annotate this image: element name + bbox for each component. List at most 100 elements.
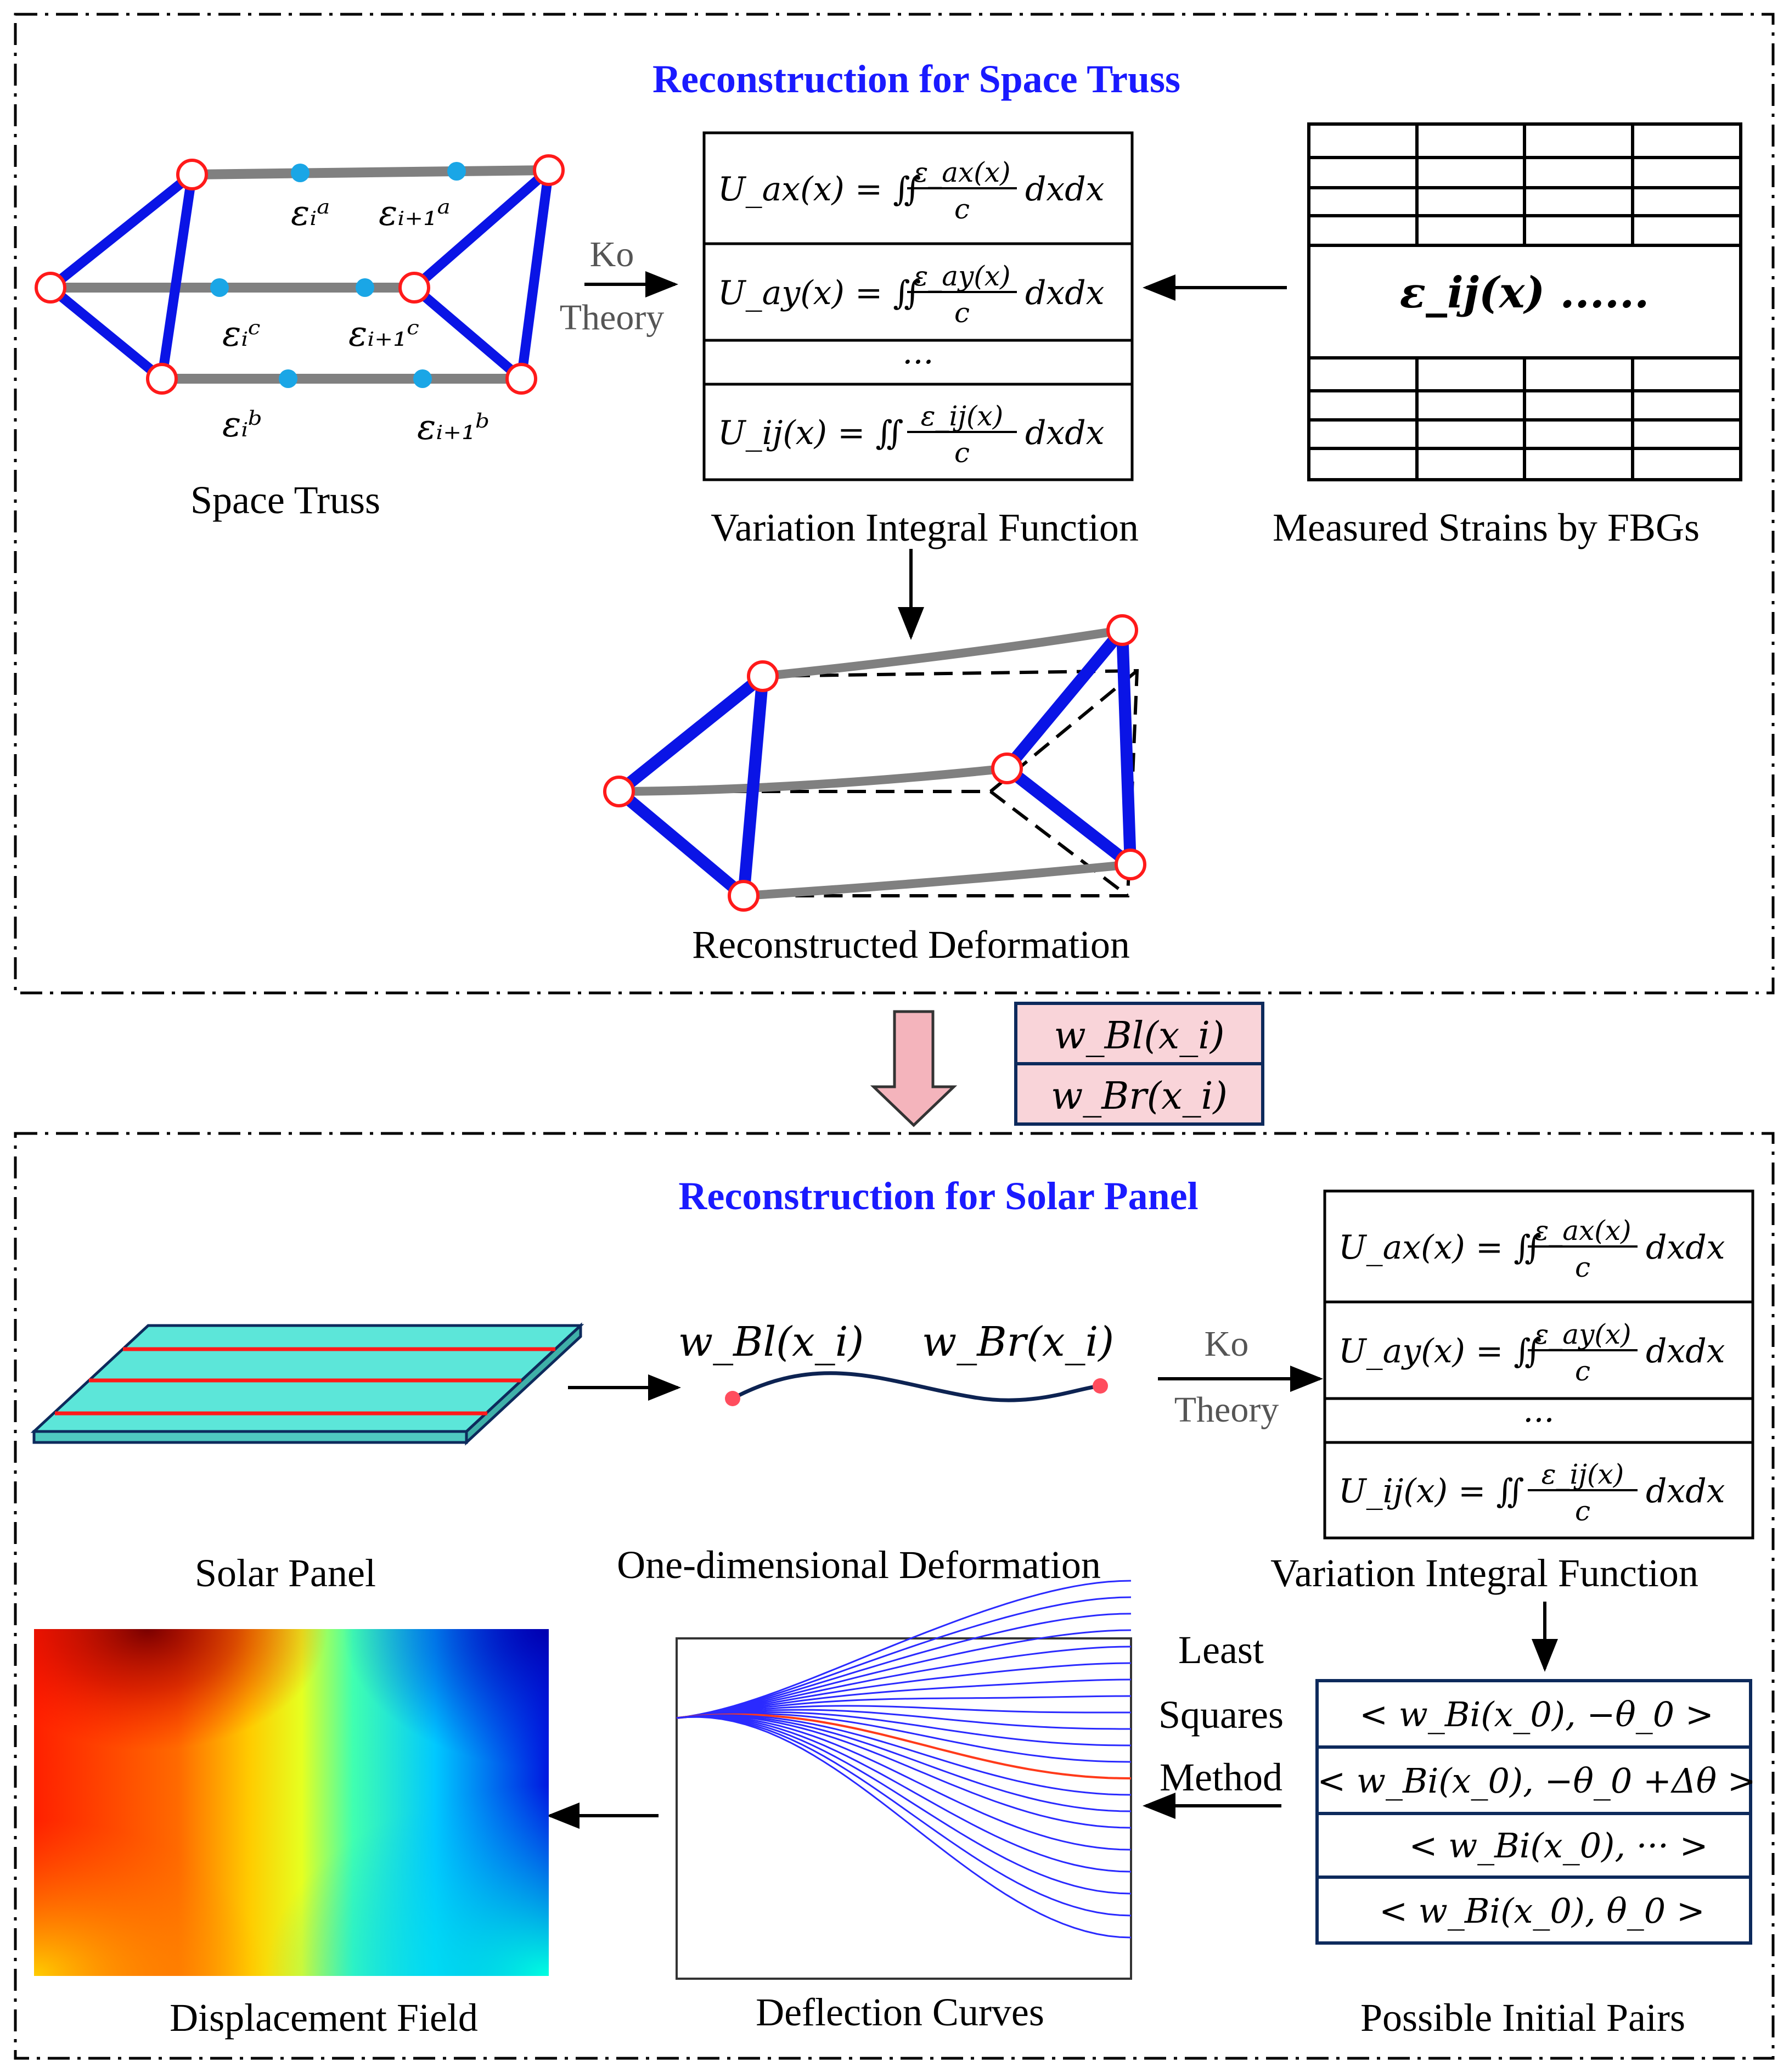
variation-label-bottom: Variation Integral Function [1270, 1551, 1698, 1595]
equation-lhs: U_ay(x) = ∬ [1338, 1332, 1542, 1371]
deflection-label: Deflection Curves [756, 1990, 1044, 2034]
deflection-curve [676, 1580, 1132, 1719]
truss-node [533, 154, 565, 186]
reconstructed-label: Reconstructed Deformation [692, 923, 1130, 967]
truss-node [146, 363, 178, 395]
equation-tail: dxdx [1646, 1228, 1725, 1267]
strain-label-c-i1: εᵢ₊₁ᶜ [348, 314, 419, 355]
deflection-curve [676, 1715, 1132, 1851]
fbg-sensor [356, 278, 374, 297]
deflection-curve [676, 1716, 1132, 1895]
transfer-arrow [870, 1010, 958, 1127]
truss-member-blue [411, 166, 552, 291]
equation-ellipsis: ··· [1523, 1401, 1554, 1440]
one-dim-curve [732, 1371, 1101, 1402]
strain-labels: εᵢᵃ εᵢ₊₁ᵃ εᵢᶜ εᵢ₊₁ᶜ εᵢᵇ εᵢ₊₁ᵇ [222, 193, 490, 448]
equation-denominator: c [1575, 1355, 1590, 1387]
deflection-curve [676, 1709, 1131, 1730]
equation-ellipsis: ··· [902, 343, 933, 381]
wbr-label: w_Br(x_i) [922, 1318, 1114, 1366]
pair-2: < w_Bi(x_0), −θ_0 +Δθ > [1317, 1761, 1756, 1801]
deflection-curve [676, 1716, 1132, 1939]
solar-panel [30, 1322, 584, 1446]
equation-tail: dxdx [1025, 274, 1105, 312]
equation-tail: dxdx [1646, 1472, 1725, 1511]
truss-node [505, 363, 537, 395]
equation-lhs: U_ax(x) = ∬ [718, 170, 921, 209]
pairs-box [1315, 1679, 1752, 1945]
truss-node [398, 272, 430, 304]
deflection-curve [676, 1716, 1132, 1917]
deflection-curve [676, 1715, 1132, 1829]
truss-member-blue [47, 284, 165, 383]
deflection-curve [676, 1646, 1132, 1719]
truss-node [35, 272, 66, 304]
displacement-field [34, 1629, 549, 1976]
strain-label-a-i1: εᵢ₊₁ᵃ [379, 193, 451, 234]
theory-label-top: Theory [560, 297, 665, 338]
deflection-curve [676, 1705, 1131, 1719]
transfer-wbr: w_Br(x_i) [1051, 1075, 1228, 1118]
equation-numerator: ε_ax(x) [913, 156, 1010, 188]
truss-member-blue [411, 284, 525, 383]
top-panel-title: Reconstruction for Space Truss [652, 57, 1180, 101]
bottom-panel-title: Reconstruction for Solar Panel [678, 1174, 1198, 1218]
strain-label-c-i: εᵢᶜ [222, 314, 261, 355]
transfer-wbl: w_Bl(x_i) [1054, 1014, 1224, 1058]
deflection-curve [676, 1695, 1132, 1719]
deflection-plot [676, 1580, 1132, 1980]
deflection-curve [676, 1613, 1132, 1719]
equation-numerator: ε_ax(x) [1534, 1215, 1631, 1246]
method-label: Method [1160, 1755, 1282, 1799]
space-truss-label: Space Truss [190, 478, 380, 522]
equation-denominator: c [954, 437, 970, 469]
deflection-curve [676, 1715, 1132, 1873]
equation-denominator: c [954, 297, 970, 329]
pair-1: < w_Bi(x_0), −θ_0 > [1359, 1694, 1714, 1734]
fbg-sensor [291, 164, 310, 182]
squares-label: Squares [1158, 1693, 1284, 1737]
one-dim-label: One-dimensional Deformation [617, 1543, 1101, 1587]
equation-lhs: U_ij(x) = ∬ [718, 414, 904, 452]
truss-node [176, 159, 208, 190]
equation-tail: dxdx [1646, 1332, 1725, 1371]
curve-endpoint-left [725, 1391, 740, 1406]
deflection-curve [676, 1596, 1132, 1719]
deflection-curve [676, 1629, 1132, 1719]
deflection-curve [676, 1711, 1132, 1747]
space-truss [35, 154, 565, 395]
deflection-curve [676, 1678, 1132, 1719]
equation-tail: dxdx [1025, 414, 1105, 452]
equation-numerator: ε_ij(x) [921, 400, 1004, 432]
ko-label-bottom: Ko [1205, 1324, 1249, 1364]
curve-endpoint-right [1093, 1378, 1108, 1394]
truss-member-blue [47, 170, 195, 292]
truss-member-blue [157, 173, 197, 380]
wbl-label: w_Bl(x_i) [678, 1318, 864, 1366]
strain-table-center: ε_ij(x) ...... [1400, 268, 1650, 318]
least-label: Least [1178, 1628, 1264, 1672]
equation-lhs: U_ij(x) = ∬ [1338, 1472, 1524, 1511]
displacement-label: Displacement Field [170, 1996, 478, 2040]
deflection-curve [676, 1714, 1132, 1796]
best-fit-curve [676, 1713, 1132, 1779]
truss-member-blue [516, 169, 554, 380]
measured-strains-label: Measured Strains by FBGs [1273, 506, 1700, 549]
pairs-label: Possible Initial Pairs [1360, 1996, 1685, 2040]
fbg-sensor [279, 369, 297, 388]
fbg-sensor [447, 162, 466, 181]
fbg-sensor [210, 278, 229, 297]
equation-numerator: ε_ay(x) [913, 260, 1010, 292]
theory-label-bottom: Theory [1174, 1390, 1279, 1430]
equation-lhs: U_ay(x) = ∬ [718, 274, 921, 312]
reconstructed-truss [603, 614, 1146, 912]
top-panel-frame [14, 13, 1775, 995]
equation-lhs: U_ax(x) = ∬ [1338, 1228, 1542, 1267]
equation-denominator: c [1575, 1251, 1590, 1283]
equation-denominator: c [954, 193, 970, 225]
variation-label-top: Variation Integral Function [711, 506, 1139, 549]
pair-3: < w_Bi(x_0), ··· > [1409, 1826, 1708, 1866]
ko-label-top: Ko [590, 234, 634, 274]
strain-label-a-i: εᵢᵃ [291, 193, 330, 234]
